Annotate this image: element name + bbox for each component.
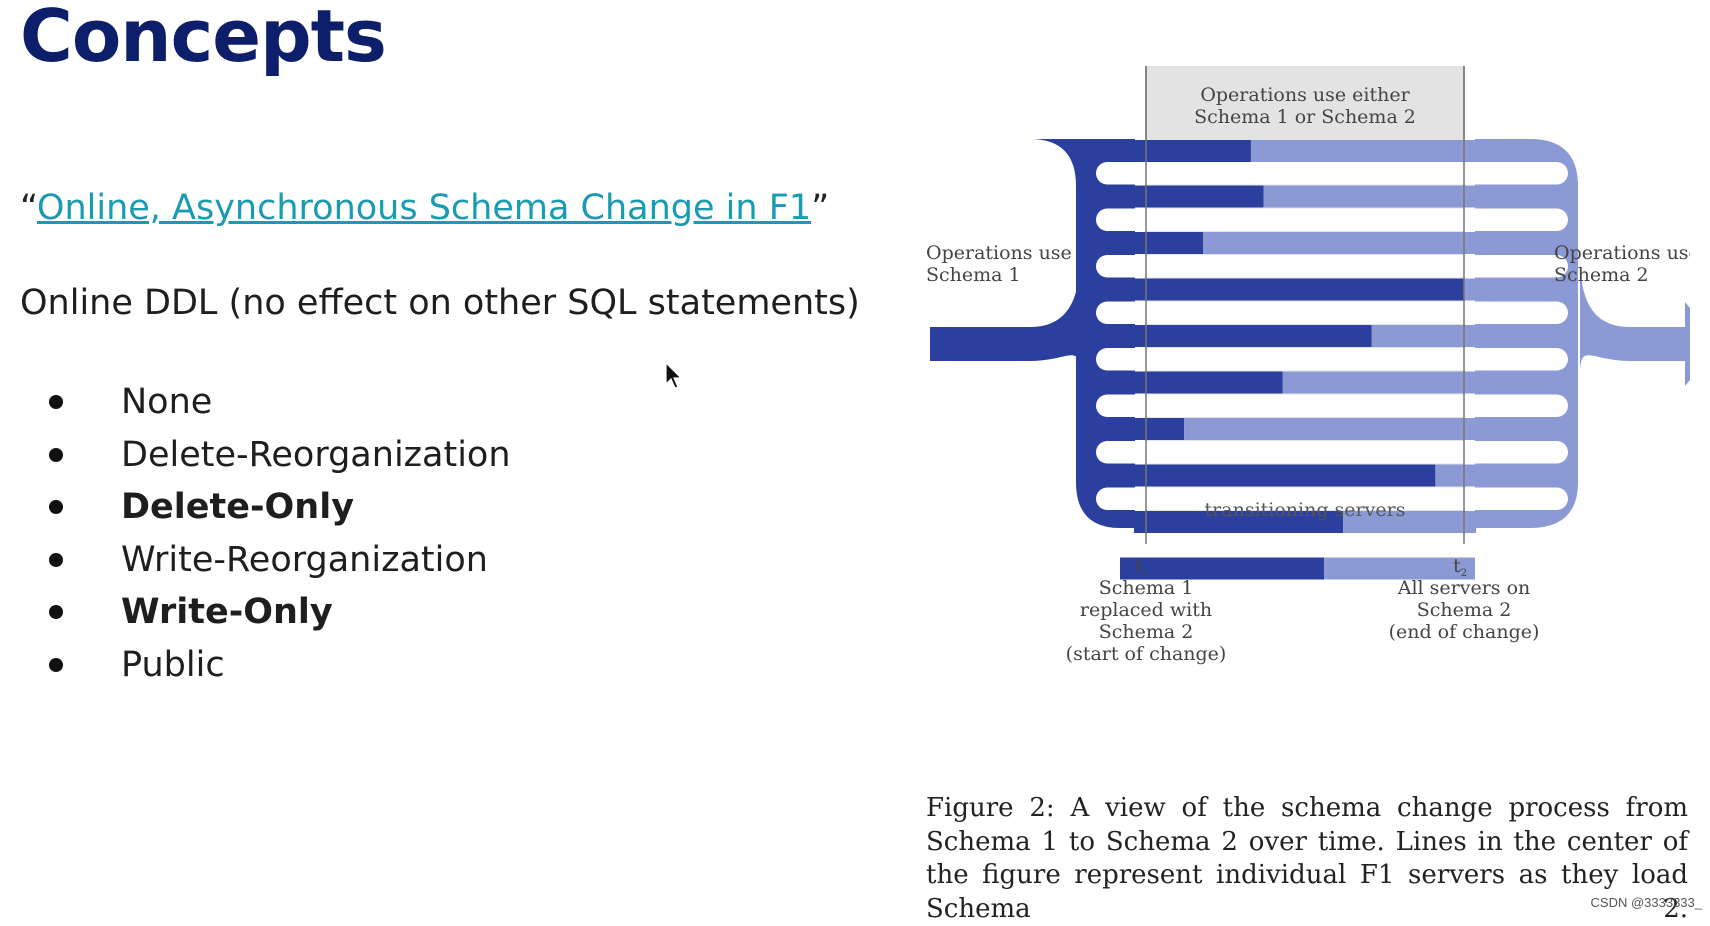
t2-line-1: All servers on — [1397, 577, 1531, 599]
state-item-delete-only: Delete-Only — [44, 481, 511, 534]
right-label-1: Operations use — [1554, 242, 1690, 264]
t1-line-1: Schema 1 — [1099, 577, 1194, 599]
state-list: None Delete-Reorganization Delete-Only W… — [44, 376, 511, 691]
t2-line-3: (end of change) — [1389, 621, 1540, 643]
server-line-schema2 — [1371, 325, 1476, 347]
server-line-schema1 — [1134, 185, 1264, 208]
server-line-schema1 — [1134, 232, 1204, 254]
t2-line-2: Schema 2 — [1417, 599, 1512, 621]
t1-symbol: t — [1135, 555, 1143, 577]
subtitle: Online DDL (no effect on other SQL state… — [20, 283, 860, 323]
state-label: Delete-Only — [121, 487, 355, 528]
right-label-2: Schema 2 — [1554, 264, 1649, 286]
figure-caption: Figure 2: A view of the schema change pr… — [926, 793, 1688, 924]
server-gap — [1096, 301, 1568, 324]
server-gap — [1096, 208, 1568, 231]
server-gap — [1096, 394, 1568, 417]
server-line-schema2 — [1343, 511, 1476, 533]
t1-line-2: replaced with — [1080, 599, 1212, 621]
server-line-schema2 — [1250, 140, 1475, 162]
svg-text:t2: t2 — [1453, 555, 1467, 579]
bullet-icon — [49, 605, 63, 620]
svg-text:t1: t1 — [1135, 555, 1149, 579]
slide-title: Concepts — [20, 0, 387, 78]
bullet-icon — [49, 447, 63, 462]
paper-link[interactable]: Online, Asynchronous Schema Change in F1 — [36, 188, 812, 228]
bullet-icon — [49, 395, 63, 410]
state-item-public: Public — [44, 639, 511, 692]
schema-change-diagram: Operations use either Schema 1 or Schema… — [926, 66, 1690, 665]
schema2-output-arrow — [1580, 256, 1690, 386]
server-line-schema1 — [1134, 418, 1185, 440]
server-gap — [1096, 162, 1568, 185]
server-line-schema2 — [1464, 278, 1476, 301]
server-gap — [1096, 441, 1568, 464]
watermark: CSDN @3333333_ — [1590, 895, 1702, 910]
t2-annotation: t2 All servers on Schema 2 (end of chang… — [1389, 555, 1540, 643]
state-label: Delete-Reorganization — [121, 434, 511, 475]
state-item-none: None — [44, 376, 511, 429]
bullet-icon — [49, 657, 63, 672]
t2-symbol: t — [1453, 555, 1461, 577]
state-item-write-only: Write-Only — [44, 586, 511, 639]
state-label: None — [121, 382, 213, 423]
server-line-schema2 — [1263, 185, 1476, 208]
server-gap — [1096, 255, 1568, 278]
t2-subscript: 2 — [1461, 568, 1467, 579]
schema2-container — [1475, 139, 1578, 528]
state-label: Public — [121, 644, 225, 685]
state-item-delete-reorganization: Delete-Reorganization — [44, 429, 511, 482]
left-label-1: Operations use — [926, 242, 1072, 264]
server-line-schema1 — [1135, 140, 1251, 162]
transitioning-servers-label: transitioning servers — [1205, 499, 1406, 521]
paper-reference: “Online, Asynchronous Schema Change in F… — [20, 188, 829, 228]
server-line-schema2 — [1203, 232, 1476, 254]
server-gap — [1096, 348, 1568, 371]
server-line-schema2 — [1324, 557, 1475, 580]
t1-subscript: 1 — [1143, 568, 1149, 579]
server-line-schema1 — [1134, 278, 1464, 301]
server-line-schema2 — [1282, 371, 1476, 394]
server-line-schema1 — [1134, 464, 1436, 487]
left-label-2: Schema 1 — [926, 264, 1021, 286]
state-label: Write-Only — [121, 592, 333, 633]
schema1-input-arrow — [930, 256, 1080, 376]
quote-open: “ — [20, 188, 37, 228]
t1-line-3: Schema 2 — [1099, 621, 1194, 643]
server-lines — [1096, 66, 1568, 580]
t1-annotation: t1 Schema 1 replaced with Schema 2 (star… — [1066, 555, 1227, 665]
server-line-schema1 — [1134, 325, 1372, 347]
t1-line-4: (start of change) — [1066, 643, 1227, 665]
server-line-schema2 — [1184, 418, 1476, 440]
bullet-icon — [49, 500, 63, 515]
schema1-container — [1030, 139, 1135, 528]
bullet-icon — [49, 552, 63, 567]
server-line-schema1 — [1120, 557, 1325, 580]
top-label-2: Schema 1 or Schema 2 — [1194, 106, 1416, 128]
server-line-schema1 — [1134, 511, 1344, 533]
server-line-schema1 — [1134, 371, 1283, 394]
server-gap — [1096, 534, 1568, 557]
top-label-1: Operations use either — [1200, 84, 1410, 106]
state-label: Write-Reorganization — [121, 539, 488, 580]
quote-close: ” — [811, 188, 830, 228]
server-gap — [1096, 487, 1568, 510]
server-line-schema2 — [1435, 464, 1476, 487]
mouse-cursor-icon — [665, 362, 683, 389]
state-item-write-reorganization: Write-Reorganization — [44, 534, 511, 587]
